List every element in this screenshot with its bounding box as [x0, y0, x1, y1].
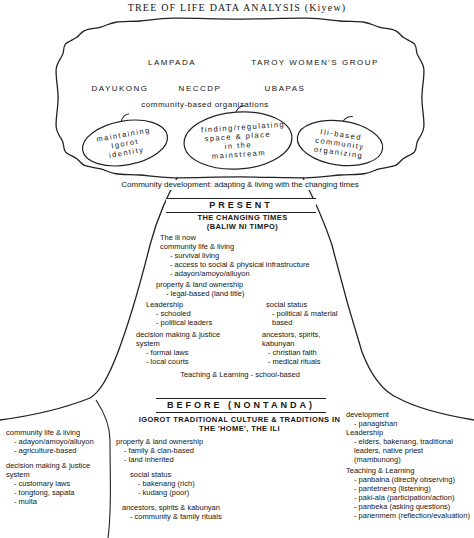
list-item: - legal-based (land title) — [166, 289, 320, 298]
list-item: - panagishan — [354, 419, 470, 428]
node-text: community-based organizations — [141, 100, 268, 110]
title-text: TREE OF LIFE DATA ANALYSIS (Kiyew) — [0, 2, 474, 14]
category-label: community life & living — [160, 242, 320, 251]
node-text: TAROY WOMEN'S GROUP — [251, 58, 379, 68]
root-line — [96, 400, 111, 538]
canopy-outline — [56, 18, 424, 178]
list-item: - schooled — [156, 309, 246, 318]
section-heading: IGOROT TRADITIONAL CULTURE & TRADITIONS … — [132, 415, 347, 433]
list-item: - local courts — [146, 357, 241, 366]
banner-text: Community development: adapting & living… — [118, 180, 361, 190]
list-item: - pantetneng (listening) — [354, 484, 470, 493]
node-text: UBAPAS — [265, 84, 306, 94]
list-item: - agriculture-based — [14, 446, 104, 455]
list-item: - political leaders — [156, 318, 246, 327]
list-item: - tongtong, sapata — [14, 488, 104, 497]
category-label: community life & living — [6, 428, 104, 437]
list-item: - panenmem (reflection/evaluation) — [354, 511, 470, 520]
list-item: - elders, bakenang, traditional leaders,… — [354, 437, 470, 464]
fruit-outline — [182, 108, 294, 172]
trunk-edge — [0, 176, 178, 420]
canopy-cloud: LAMPADA TAROY WOMEN'S GROUP DAYUKONG NECCDP… — [46, 14, 434, 184]
list-item: - political & material based — [272, 309, 342, 327]
category-label: Teaching & Learning — [346, 466, 470, 475]
category-label: decision making & justice system — [136, 330, 241, 348]
list-item: - customary laws — [14, 479, 104, 488]
era-band: BEFORE (NONTANDA) — [156, 398, 326, 413]
fruit-outline — [294, 115, 385, 171]
category-label: Leadership — [346, 428, 470, 437]
node-text: BEFORE (NONTANDA) — [156, 400, 326, 411]
category-label: property & land ownership — [116, 437, 246, 446]
list-item: - access to social & physical infrastruc… — [170, 260, 320, 269]
list-item: - panbeka (asking questions) — [354, 502, 470, 511]
list-item: ancestors, spirits & kabunyan — [122, 503, 246, 512]
list-item: - community & family rituals — [130, 512, 246, 521]
trunk-edge — [302, 176, 474, 420]
list-item: social status — [130, 470, 246, 479]
fruit-stem — [236, 105, 245, 112]
category-label: property & land ownership — [156, 280, 320, 289]
node-text: PRESENT — [166, 200, 316, 211]
list-item: - survival living — [170, 251, 320, 260]
fruit-oval: finding/regulating space & place in the … — [181, 107, 295, 174]
list-item: - family & clan-based — [124, 446, 246, 455]
list-item: - adayon/amoyo/alluyon — [14, 437, 104, 446]
list-item: - adayon/amoyo/alluyon — [170, 269, 320, 278]
era-band: PRESENT — [166, 198, 316, 213]
list-item: - multa — [14, 497, 104, 506]
category-label: Teaching & Learning - school-based — [140, 370, 340, 379]
list-item: - kudang (poor) — [138, 488, 246, 497]
fruit-outline — [79, 114, 171, 172]
list-item: - bakenang (rich) — [138, 479, 246, 488]
category-label: Leadership — [146, 300, 246, 309]
node-text: finding/regulating space & place in the … — [201, 120, 275, 161]
node-text: DAYUKONG — [91, 84, 148, 94]
list-item: - formal laws — [146, 348, 241, 357]
category-label: decision making & justice system — [6, 461, 104, 479]
list-item: - land inherited — [124, 455, 246, 464]
category-label: development — [346, 410, 470, 419]
list-item: - christian faith — [268, 348, 350, 357]
category-label: social status — [266, 300, 342, 309]
list-item: - medical rituals — [268, 357, 350, 366]
category-label: ancestors, spirits, kabunyan — [262, 330, 350, 348]
list-item: - paki-ala (participation/action) — [354, 493, 470, 502]
node-text: LAMPADA — [148, 58, 196, 68]
section-heading: THE CHANGING TIMES (BALIW NI TIMPO) — [190, 213, 295, 231]
category-label: The ili now — [160, 233, 320, 242]
list-item: - panbalna (directly observing) — [354, 475, 470, 484]
node-text: NECCDP — [179, 84, 222, 94]
